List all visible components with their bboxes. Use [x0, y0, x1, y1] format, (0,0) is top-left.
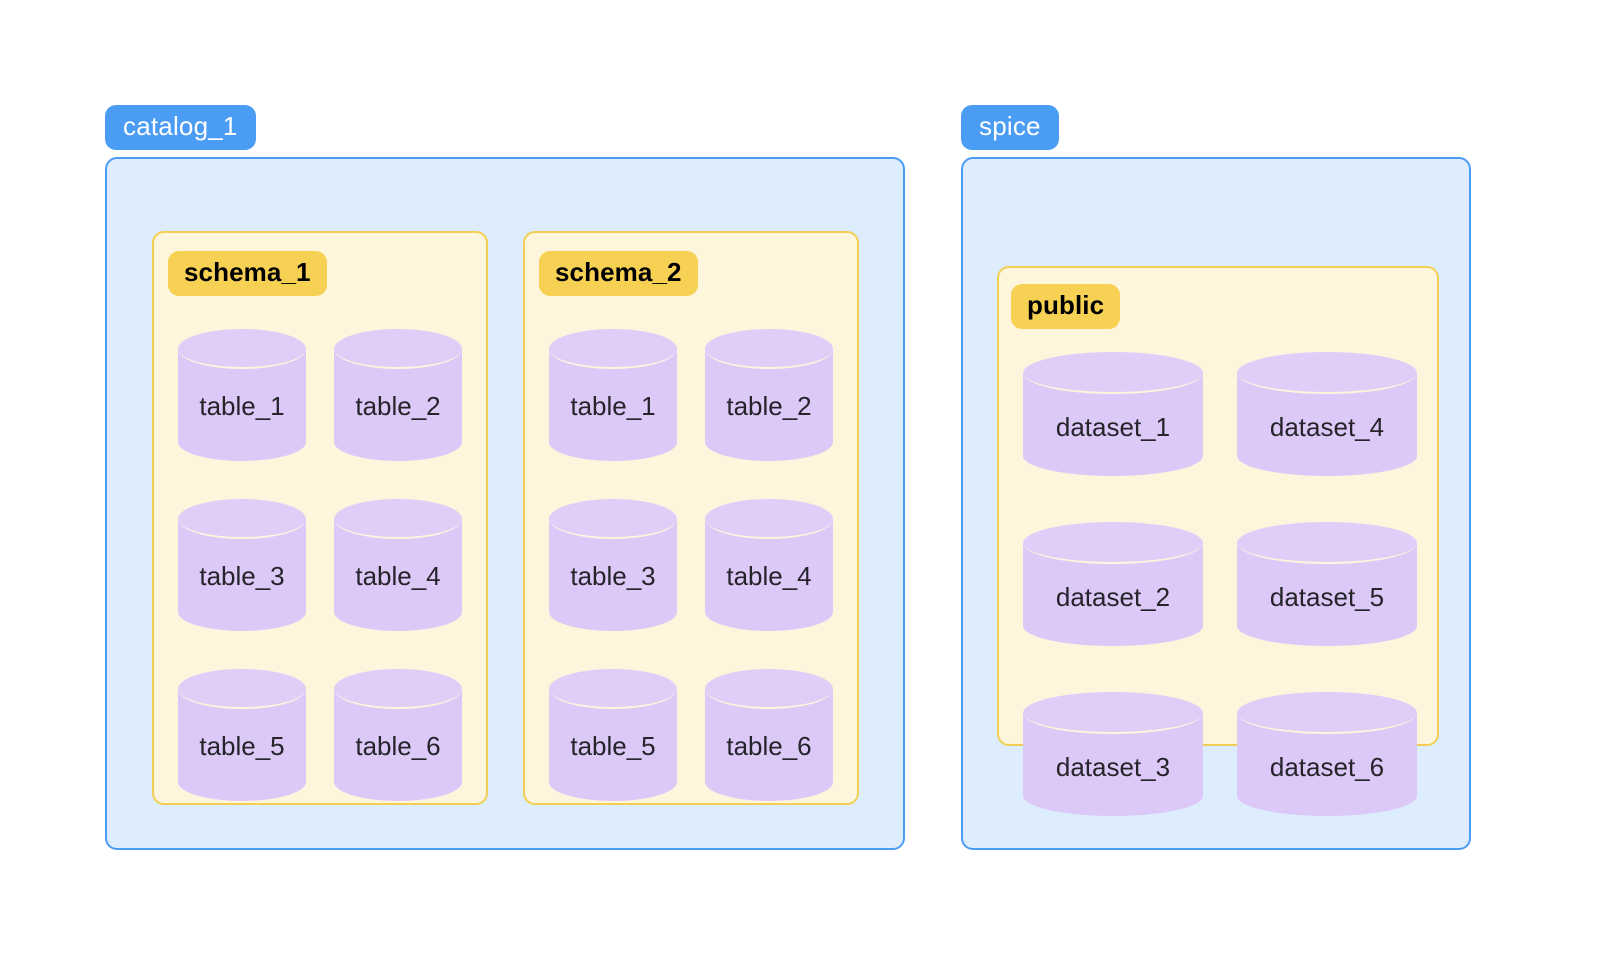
dataset-cylinder[interactable]: dataset_1: [1023, 352, 1203, 476]
cylinder-top: [705, 499, 833, 539]
cylinder-top: [1023, 352, 1203, 394]
cylinder-label: table_3: [199, 561, 285, 591]
cylinder-top: [549, 669, 677, 709]
cylinder-label: dataset_1: [1055, 412, 1171, 442]
cylinder-top: [705, 329, 833, 369]
dataset-cylinder[interactable]: dataset_5: [1237, 522, 1417, 646]
table-cylinder[interactable]: table_2: [334, 329, 462, 461]
catalog-group-catalog-1: catalog_1 schema_1 table_1 table_2: [105, 105, 905, 850]
cylinder-label: table_6: [726, 731, 812, 761]
catalog-box-spice: public dataset_1 dataset_4: [961, 157, 1471, 850]
table-cylinder[interactable]: table_1: [178, 329, 306, 461]
cylinder-label: dataset_3: [1055, 752, 1171, 782]
schema-badge-schema-2[interactable]: schema_2: [539, 251, 698, 296]
table-cylinder[interactable]: table_6: [334, 669, 462, 801]
cylinder-top: [334, 329, 462, 369]
cylinder-label: table_5: [570, 731, 656, 761]
cylinder-label: dataset_6: [1269, 752, 1385, 782]
cylinder-top: [334, 499, 462, 539]
cylinder-label: table_4: [355, 561, 441, 591]
table-cylinder[interactable]: table_4: [334, 499, 462, 631]
catalog-group-spice: spice public dataset_1 dataset_4: [961, 105, 1471, 850]
cylinder-label: table_4: [726, 561, 812, 591]
cylinder-top: [549, 499, 677, 539]
cylinder-top: [178, 669, 306, 709]
cylinder-top: [178, 499, 306, 539]
schema-badge-schema-1[interactable]: schema_1: [168, 251, 327, 296]
catalog-badge-catalog-1[interactable]: catalog_1: [105, 105, 256, 150]
cylinder-top: [1023, 522, 1203, 564]
cylinder-label: table_3: [570, 561, 656, 591]
table-cylinder[interactable]: table_2: [705, 329, 833, 461]
table-cylinder[interactable]: table_5: [178, 669, 306, 801]
schema-box-schema-2: schema_2 table_1 table_2: [523, 231, 859, 805]
cylinder-top: [1237, 352, 1417, 394]
table-cylinder[interactable]: table_6: [705, 669, 833, 801]
schema-box-schema-1: schema_1 table_1 table_2: [152, 231, 488, 805]
cylinder-label: table_1: [199, 391, 285, 421]
table-cylinder[interactable]: table_5: [549, 669, 677, 801]
dataset-cylinder[interactable]: dataset_4: [1237, 352, 1417, 476]
cylinder-label: dataset_4: [1269, 412, 1385, 442]
cylinder-top: [1023, 692, 1203, 734]
cylinder-top: [705, 669, 833, 709]
cylinder-top: [549, 329, 677, 369]
schema-badge-public[interactable]: public: [1011, 284, 1121, 329]
catalog-box-catalog-1: schema_1 table_1 table_2: [105, 157, 905, 850]
cylinder-label: table_2: [355, 391, 441, 421]
cylinder-label: table_5: [199, 731, 285, 761]
cylinder-top: [334, 669, 462, 709]
cylinder-top: [1237, 522, 1417, 564]
schema-box-public: public dataset_1 dataset_4: [997, 266, 1439, 816]
table-cylinder[interactable]: table_3: [178, 499, 306, 631]
cylinder-top: [178, 329, 306, 369]
table-cylinder[interactable]: table_1: [549, 329, 677, 461]
cylinder-label: table_1: [570, 391, 656, 421]
cylinder-label: table_6: [355, 731, 441, 761]
table-cylinder[interactable]: table_4: [705, 499, 833, 631]
table-cylinder[interactable]: table_3: [549, 499, 677, 631]
cylinder-label: table_2: [726, 391, 812, 421]
cylinder-label: dataset_2: [1055, 582, 1171, 612]
catalog-badge-spice[interactable]: spice: [961, 105, 1059, 150]
cylinder-label: dataset_5: [1269, 582, 1385, 612]
dataset-cylinder[interactable]: dataset_2: [1023, 522, 1203, 646]
dataset-cylinder[interactable]: dataset_3: [1023, 692, 1203, 816]
dataset-cylinder[interactable]: dataset_6: [1237, 692, 1417, 816]
cylinder-top: [1237, 692, 1417, 734]
